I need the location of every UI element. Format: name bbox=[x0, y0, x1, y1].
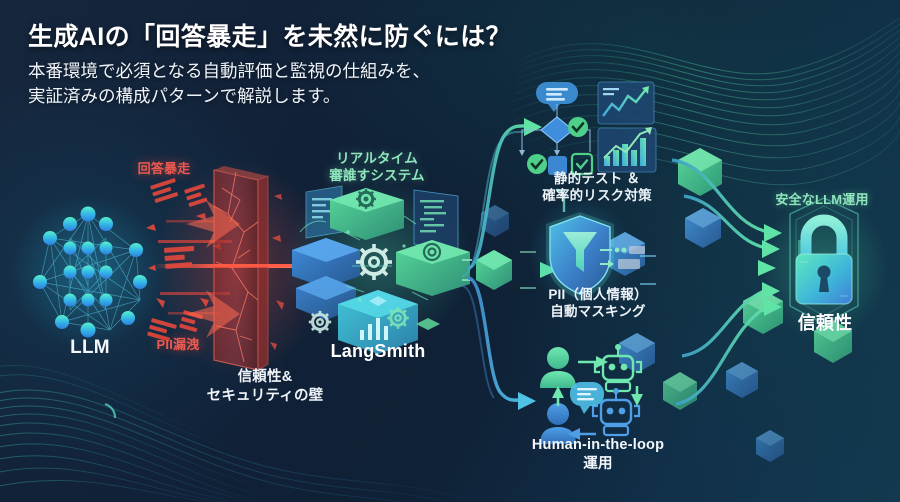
label-safe-llm-ops: 安全なLLM運用 bbox=[775, 192, 869, 207]
label-trust: 信頼性 bbox=[797, 313, 853, 333]
label-realtime-system: リアルタイム 審誰すシステム bbox=[329, 151, 425, 184]
label-static-test: 静的テスト ＆ 確率的リスク対策 bbox=[542, 171, 652, 204]
page-title: 生成AIの「回答暴走」を未然に防ぐには？ bbox=[28, 23, 512, 51]
label-human-in-the-loop: Human-in-the-loop 運用 bbox=[531, 437, 665, 472]
title-block: 生成AIの「回答暴走」を未然に防ぐには？ 本番環境で必須となる自動評価と監視の仕… bbox=[28, 22, 511, 109]
label-llm: LLM bbox=[70, 337, 110, 358]
label-security-wall: 信頼性& セキュリティの壁 bbox=[206, 369, 324, 404]
label-attack-pii-leak: PII漏洩 bbox=[156, 337, 200, 352]
page-subtitle: 本番環境で必須となる自動評価と監視の仕組みを、 実証済みの構成パターンで解説しま… bbox=[28, 61, 430, 107]
label-attack-hallucination: 回答暴走 bbox=[137, 161, 191, 176]
label-pii-masking: PII（個人情報） 自動マスキング bbox=[548, 287, 648, 320]
label-langsmith: LangSmith bbox=[330, 341, 426, 361]
